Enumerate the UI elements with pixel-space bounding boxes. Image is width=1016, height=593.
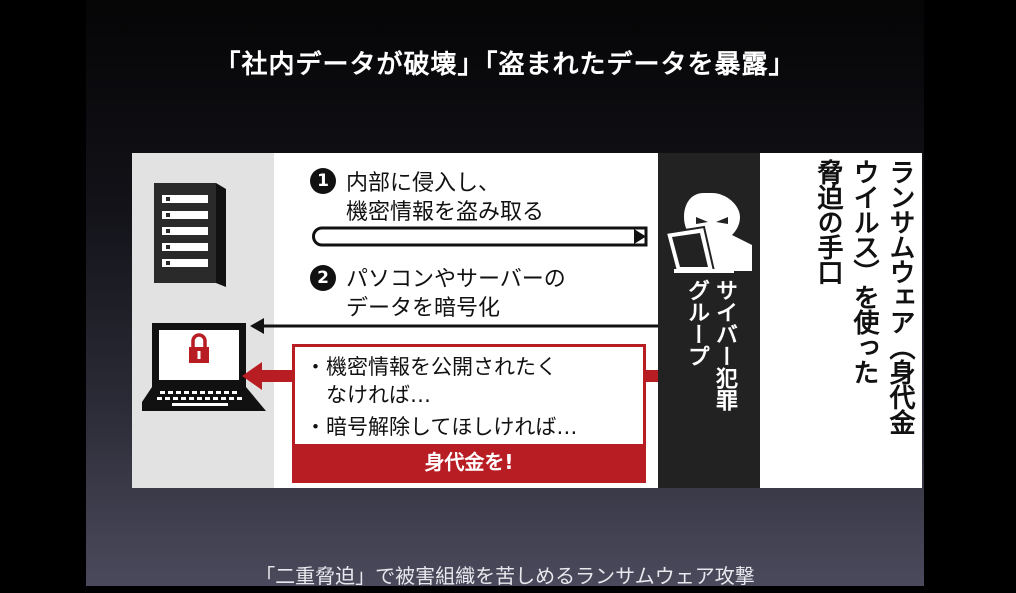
hacker-at-laptop-icon	[664, 193, 752, 273]
diagram-title-area: ランサムウェア（身代金 ウイルス）を使った 脅迫の手口	[760, 153, 922, 488]
bullet1-line2: なければ…	[326, 383, 431, 407]
ransom-demand-box: ・機密情報を公開されたく なければ… ・暗号解除してほしければ… 身代金を!	[292, 344, 646, 483]
ransom-label: 身代金を!	[295, 444, 643, 480]
victim-strip	[132, 153, 274, 488]
bullet2: ・暗号解除してほしければ…	[305, 415, 578, 439]
step2-line1: パソコンやサーバーの	[346, 267, 566, 292]
server-icon	[154, 183, 226, 287]
headline: 「社内データが破壊」「盗まれたデータを暴露」	[214, 50, 796, 80]
bullet1-line1: ・機密情報を公開されたく	[305, 355, 557, 379]
step2-number: 2	[310, 265, 336, 291]
step1-number: 1	[310, 168, 336, 194]
ransom-demand-arrow	[260, 370, 294, 382]
exfiltration-arrow	[312, 226, 648, 247]
title-line1: ランサムウェア（身代金	[885, 159, 915, 434]
attack-arrows	[242, 226, 658, 390]
step2-line2: データを暗号化	[346, 296, 501, 321]
attacker-band: サイバー犯罪 グループ	[658, 153, 760, 488]
title-line3: 脅迫の手口	[813, 159, 843, 284]
group-line2: グループ	[684, 279, 709, 367]
title-line2: ウイルス）を使った	[849, 159, 879, 384]
step1-line1: 内部に侵入し、	[346, 171, 501, 196]
caption: 「二重脅迫」で被害組織を苦しめるランサムウェア攻撃	[255, 564, 755, 586]
step1-line2: 機密情報を盗み取る	[346, 200, 545, 225]
diagram-panel: 1 内部に侵入し、 機密情報を盗み取る 2 パソコンやサーバーの データを暗号化…	[132, 153, 922, 488]
group-line1: サイバー犯罪	[712, 279, 737, 411]
diagram-title: ランサムウェア（身代金 ウイルス）を使った 脅迫の手口	[810, 159, 918, 489]
slide: 「社内データが破壊」「盗まれたデータを暴露」	[86, 0, 924, 586]
attacker-group-label: サイバー犯罪 グループ	[682, 279, 738, 411]
laptop-lock-icon	[142, 323, 266, 411]
